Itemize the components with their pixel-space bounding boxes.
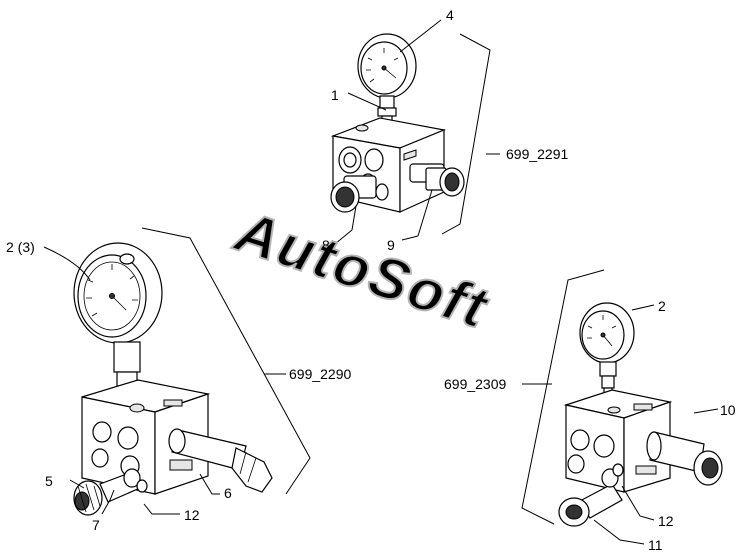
fitting-8 [330, 175, 389, 213]
fitting-12-right [601, 463, 624, 488]
callout-2-right: 2 [658, 298, 666, 314]
assembly-left [73, 242, 273, 516]
callout-4: 4 [446, 7, 454, 23]
callout-8: 8 [322, 237, 330, 253]
fitting-11 [558, 483, 623, 527]
assembly-right [558, 302, 723, 527]
pressure-gauge-right [579, 302, 635, 399]
callout-12-right: 12 [658, 513, 674, 529]
callout-10: 10 [720, 402, 736, 418]
callout-2-3: 2 (3) [6, 239, 35, 255]
callout-1: 1 [331, 87, 339, 103]
callout-11: 11 [648, 537, 663, 553]
pressure-gauge-left [73, 242, 163, 399]
watermark-text: AutoSoft [226, 198, 497, 341]
callout-5: 5 [45, 473, 53, 489]
reference-699-2291: 699_2291 [506, 146, 569, 162]
labels: 4 1 8 9 699_2291 2 (3) 5 7 12 6 699_2290… [6, 7, 736, 553]
fitting-6 [168, 428, 273, 493]
fitting-7 [123, 468, 148, 493]
callout-9: 9 [387, 237, 395, 253]
leader-lines [43, 19, 719, 545]
callout-6: 6 [224, 485, 232, 501]
reference-699-2309: 699_2309 [444, 376, 507, 392]
pressure-gauge-top [357, 33, 417, 131]
watermark: AutoSoft [225, 197, 498, 342]
reference-brackets [141, 33, 605, 525]
fitting-10 [646, 431, 723, 486]
assembly-top [330, 33, 465, 213]
callout-7: 7 [92, 517, 100, 533]
fitting-9 [409, 163, 465, 197]
callout-12-left: 12 [184, 507, 200, 523]
reference-699-2290: 699_2290 [289, 366, 352, 382]
